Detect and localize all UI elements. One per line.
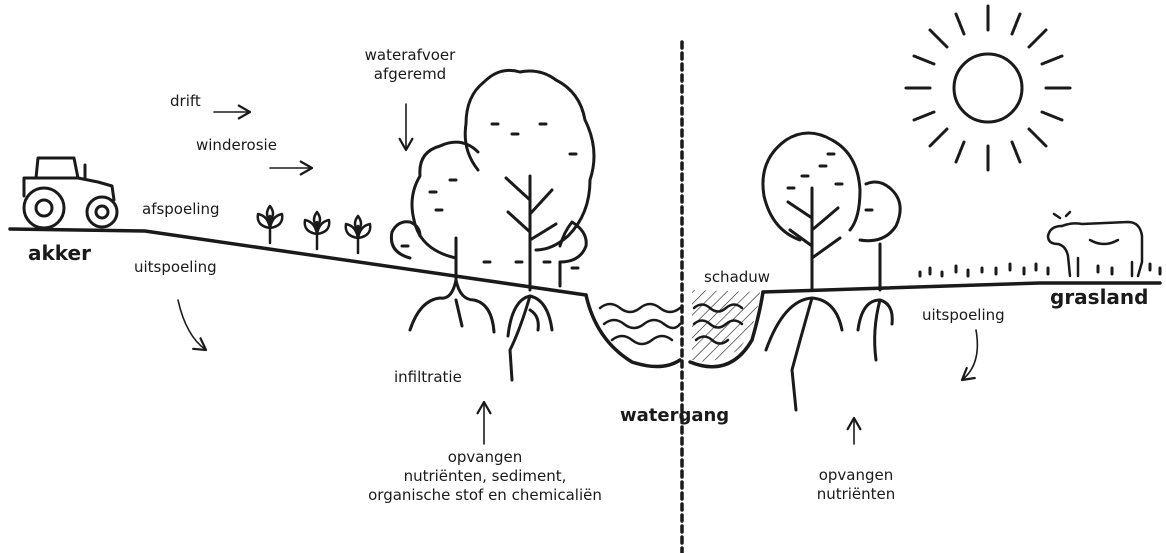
water-runoff-line-1: waterafvoer — [365, 46, 456, 65]
wind-erosion-label: winderosie — [196, 136, 277, 155]
left-ground-line — [10, 229, 586, 295]
left-capture-label: opvangen nutriënten, sediment, organisch… — [306, 448, 664, 505]
tractor-icon — [24, 158, 117, 228]
arrows — [178, 104, 977, 444]
right-leaching-label: uitspoeling — [922, 306, 1005, 325]
left-leaching-label: uitspoeling — [134, 258, 217, 277]
ditch — [586, 290, 763, 367]
right-capture-label: opvangen nutriënten — [786, 466, 926, 504]
crop-sprouts — [258, 206, 371, 253]
water-label: watergang — [620, 406, 729, 425]
field-label-akker: akker — [28, 244, 91, 263]
left-capture-line-1: opvangen — [448, 448, 523, 467]
grass-marks — [920, 264, 1160, 276]
left-trees — [391, 70, 594, 380]
field-label-grasland: grasland — [1050, 288, 1149, 307]
right-capture-line-1: opvangen — [819, 466, 894, 485]
drift-label: drift — [170, 92, 201, 111]
right-trees — [763, 133, 900, 410]
left-leaching-arrow — [178, 300, 206, 350]
water-runoff-label: waterafvoer afgeremd — [352, 46, 468, 84]
cow-icon — [1048, 212, 1142, 276]
left-capture-line-3: organische stof en chemicaliën — [368, 486, 602, 505]
right-leaching-arrow — [962, 330, 977, 380]
sun-icon — [906, 6, 1070, 170]
left-capture-line-2: nutriënten, sediment, — [404, 467, 567, 486]
right-capture-line-2: nutriënten — [817, 485, 896, 504]
shade-label: schaduw — [704, 268, 770, 287]
infiltration-label: infiltratie — [394, 368, 462, 387]
water-runoff-line-2: afgeremd — [374, 65, 446, 84]
runoff-label: afspoeling — [142, 200, 220, 219]
shade-area — [692, 290, 760, 362]
